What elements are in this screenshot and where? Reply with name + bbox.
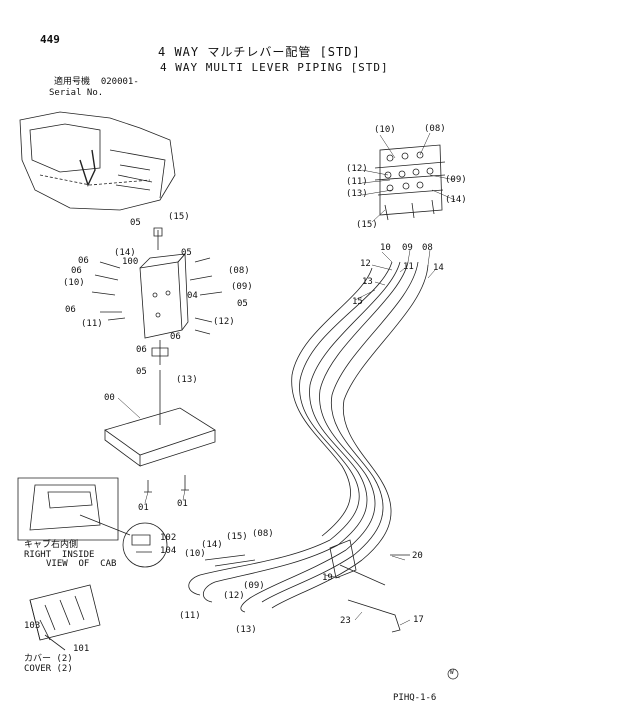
hose-bundle — [291, 261, 429, 561]
callout: (11) — [179, 611, 201, 621]
callout: 01 — [138, 503, 149, 513]
title-english: 4 WAY MULTI LEVER PIPING [STD] — [160, 61, 389, 74]
serial-label-english: Serial No. — [49, 88, 104, 98]
callout: 15 — [352, 297, 363, 307]
callout: (13) — [176, 375, 198, 385]
callout: (11) — [81, 319, 103, 329]
serial-label-japanese: 適用号機 020001- — [54, 77, 139, 87]
callout: 20 — [412, 551, 423, 561]
base-plate — [104, 370, 216, 493]
callout: (15) — [168, 212, 190, 222]
callout: 06 — [170, 332, 181, 342]
callout: 10 — [380, 243, 391, 253]
callout: 05 — [181, 248, 192, 258]
cover-note-jp: カバー (2) — [24, 654, 73, 664]
cab-note-jp: キャブ右内側 — [24, 540, 79, 550]
callout: (12) — [213, 317, 235, 327]
callout: 06 — [65, 305, 76, 315]
callout: (09) — [445, 175, 467, 185]
control-valve — [374, 144, 446, 221]
callout: 103 — [24, 621, 41, 631]
circle-mark-label: W — [450, 669, 454, 676]
callout: (13) — [346, 189, 368, 199]
multi-lever-valve — [91, 227, 223, 365]
callout: 01 — [177, 499, 188, 509]
callout: 05 — [237, 299, 248, 309]
callout: (09) — [231, 282, 253, 292]
callout: (10) — [374, 125, 396, 135]
callout: (15) — [356, 220, 378, 230]
callout: 06 — [136, 345, 147, 355]
callout: 17 — [413, 615, 424, 625]
callout: 05 — [130, 218, 141, 228]
callout: (09) — [243, 581, 265, 591]
callout: (10) — [63, 278, 85, 288]
callout: (08) — [228, 266, 250, 276]
callout: (13) — [235, 625, 257, 635]
leader-lines — [117, 132, 456, 626]
callout: 09 — [402, 243, 413, 253]
callout: 102 — [160, 533, 177, 543]
callout: (14) — [114, 248, 136, 258]
callout: (14) — [201, 540, 223, 550]
callout: 104 — [160, 546, 177, 556]
callout: 101 — [73, 644, 90, 654]
callout: (12) — [223, 591, 245, 601]
callout: 00 — [104, 393, 115, 403]
callout: 100 — [122, 257, 139, 267]
callout: (12) — [346, 164, 368, 174]
callout: 23 — [340, 616, 351, 626]
circle-mark-icon — [447, 668, 459, 680]
callout: (15) — [226, 532, 248, 542]
lower-hoses — [188, 539, 363, 613]
callout: 08 — [422, 243, 433, 253]
excavator-sketch — [19, 111, 176, 211]
callout: 14 — [433, 263, 444, 273]
page-number: 449 — [40, 33, 60, 46]
callout: 05 — [136, 367, 147, 377]
cab-note-en2: VIEW OF CAB — [46, 559, 117, 569]
cab-note-en1: RIGHT INSIDE — [24, 550, 95, 560]
callout: 12 — [360, 259, 371, 269]
callout: 19 — [322, 573, 333, 583]
callout: (08) — [424, 124, 446, 134]
callout: 04 — [187, 291, 198, 301]
cover-note-en: COVER (2) — [24, 664, 73, 674]
title-japanese: 4 WAY マルチレバー配管 [STD] — [158, 45, 361, 59]
cover-part — [29, 584, 101, 651]
callout: (08) — [252, 529, 274, 539]
callout: 11 — [403, 262, 414, 272]
cab-inset — [17, 477, 168, 568]
callout: 06 — [71, 266, 82, 276]
callout: (11) — [346, 177, 368, 187]
callout: (14) — [445, 195, 467, 205]
callout: (10) — [184, 549, 206, 559]
clamp-bracket — [329, 539, 410, 633]
callout: 06 — [78, 256, 89, 266]
footer-code: PIHQ-1-6 — [393, 693, 437, 703]
callout: 13 — [362, 277, 373, 287]
